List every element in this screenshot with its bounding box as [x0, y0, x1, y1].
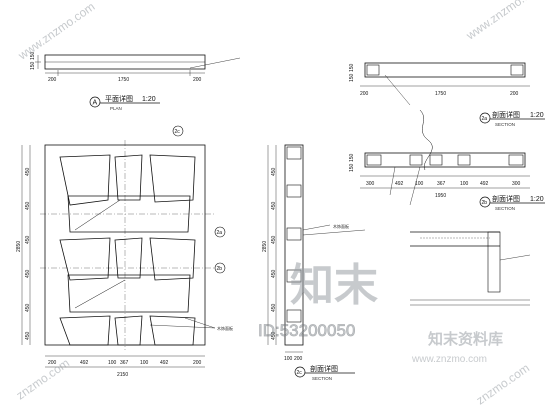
elevation-material-note: 木饰面板 — [217, 325, 233, 331]
elev-hdim-1: 450 — [25, 167, 31, 176]
plan-a-tag-circle — [89, 96, 101, 108]
section-2c-hdim-4: 450 — [271, 269, 277, 278]
section-2c-title: 剖面详图 — [310, 364, 338, 373]
section-2a-hdim-1: 150 — [349, 63, 355, 72]
section-mark-2b: 2b — [217, 266, 223, 272]
section-2b-subtitle: SECTION — [495, 206, 515, 211]
section-2c-material-note: 木饰面板 — [333, 223, 349, 229]
section-2c-height-total: 2850 — [262, 241, 268, 252]
section-2b-tag: 2b — [482, 200, 488, 206]
section-2c-hdim-6: 450 — [271, 331, 277, 340]
plan-a-scale: 1:20 — [142, 96, 156, 103]
watermark-url: www.znzmo.com — [411, 354, 487, 365]
elev-hdim-6: 450 — [25, 331, 31, 340]
section-2a-dim-2: 1750 — [435, 91, 446, 97]
section-2a-tag: 2a — [482, 116, 488, 122]
section-2a-hdim-2: 150 — [349, 73, 355, 82]
elev-wdim-4: 367 — [120, 360, 129, 366]
elev-hdim-3: 450 — [25, 235, 31, 244]
plan-a-hdim-1: 150 — [30, 51, 36, 60]
plan-a-dim-3: 200 — [193, 77, 202, 83]
section-2b-dim-3: 100 — [415, 181, 424, 187]
elevation-height-dims: 450 450 450 450 450 450 2850 — [16, 167, 31, 340]
section-mark-2c-top: 2c — [175, 129, 181, 135]
section-2c-subtitle: SECTION — [312, 376, 332, 381]
elev-wdim-3: 100 — [108, 360, 117, 366]
elev-wdim-5: 100 — [140, 360, 149, 366]
plan-a-dim-2: 1750 — [118, 77, 129, 83]
section-2b-dim-2: 492 — [395, 181, 404, 187]
elev-height-total: 2850 — [16, 241, 22, 252]
section-2b-dim-4: 367 — [437, 181, 446, 187]
elevation-view — [21, 140, 216, 368]
elev-hdim-4: 450 — [25, 269, 31, 278]
section-2c-dims: 450 450 450 450 450 450 2850 100 200 木饰面… — [262, 167, 349, 362]
plan-a-dim-1: 200 — [48, 77, 57, 83]
elev-hdim-5: 450 — [25, 303, 31, 312]
break-line — [419, 109, 433, 171]
watermark-url-bottom-left: znzmo.com — [14, 356, 72, 403]
section-2c-hdim-3: 450 — [271, 235, 277, 244]
watermark-layer: 知末 ID:53200050 知末资料库 www.znzmo.com www.z… — [14, 0, 546, 407]
plan-a-title: 平面详图 — [105, 94, 133, 103]
section-2b-hdim-1: 150 — [349, 153, 355, 162]
plan-a-view — [35, 54, 241, 76]
elev-wdim-6: 492 — [160, 360, 169, 366]
section-2c-tag: 2c — [297, 370, 303, 376]
section-2b-dim-7: 300 — [512, 181, 521, 187]
section-2c-hdim-5: 450 — [271, 303, 277, 312]
elev-width-total: 2150 — [117, 372, 128, 378]
section-2b-dim-1: 300 — [366, 181, 375, 187]
plan-a-subtitle: PLAN — [110, 106, 122, 111]
elevation-section-marks: 2c 2a 2b 木饰面板 — [172, 125, 233, 331]
plan-a-hdim-2: 150 — [30, 61, 36, 70]
section-2b-view — [360, 152, 530, 206]
section-2b-scale: 1:20 — [530, 196, 544, 203]
section-2a-title-block: 2a 剖面详图 1:20 SECTION — [479, 110, 545, 127]
section-2b-title: 剖面详图 — [492, 194, 520, 203]
elev-wdim-1: 200 — [48, 360, 57, 366]
section-2c-title-block: 2c 剖面详图 SECTION — [294, 364, 355, 381]
watermark-brand-large: 知末 — [290, 261, 378, 310]
section-2a-dim-1: 200 — [360, 91, 369, 97]
section-mark-2a: 2a — [217, 230, 223, 236]
section-2a-dim-3: 200 — [510, 91, 519, 97]
section-2b-hdim-2: 150 — [349, 163, 355, 172]
section-2c-hdim-2: 450 — [271, 201, 277, 210]
watermark-url-bottom-right: znzmo.com — [474, 361, 532, 408]
watermark-url-top-right: www.znzmo.com — [463, 0, 546, 43]
watermark-url-top-left: www.znzmo.com — [15, 0, 98, 63]
section-2c-view — [267, 144, 366, 353]
watermark-brand: 知末资料库 — [428, 330, 503, 348]
elev-wdim-2: 492 — [80, 360, 89, 366]
plan-a-tag: A — [93, 100, 98, 107]
section-2b-dim-5: 100 — [460, 181, 469, 187]
section-2a-scale: 1:20 — [530, 112, 544, 119]
section-2a-title: 剖面详图 — [492, 110, 520, 119]
section-2a-view — [360, 62, 530, 106]
section-2b-total: 1950 — [435, 193, 446, 199]
elev-wdim-7: 200 — [193, 360, 202, 366]
section-2c-bdim-1: 100 — [284, 356, 293, 362]
elevation-width-dims: 200 492 100 367 100 492 200 2150 — [48, 360, 202, 378]
section-2b-dim-6: 492 — [480, 181, 489, 187]
elev-hdim-2: 450 — [25, 201, 31, 210]
watermark-id: ID:53200050 — [258, 321, 355, 340]
section-2b-dims: 300 492 100 367 100 492 300 1950 150 150 — [349, 153, 521, 199]
plan-a-title-block: A 平面详图 1:20 PLAN — [89, 94, 160, 111]
section-2a-subtitle: SECTION — [495, 122, 515, 127]
section-2c-bdim-2: 200 — [294, 356, 303, 362]
section-2c-hdim-1: 450 — [271, 167, 277, 176]
detail-view — [410, 231, 531, 306]
section-2b-title-block: 2b 剖面详图 1:20 SECTION — [479, 194, 545, 211]
